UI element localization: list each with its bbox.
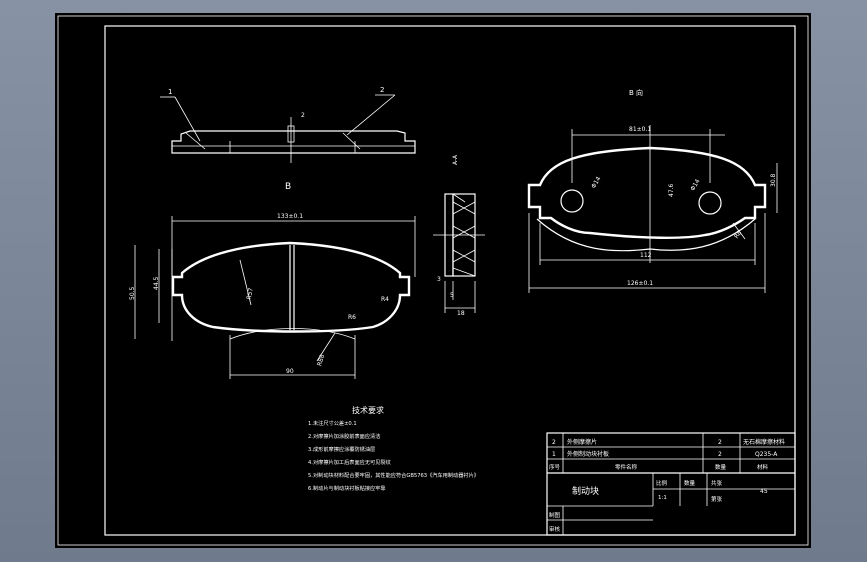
dim-height-outer: 50.5 [129,286,136,300]
dim-b-height-right: 30.8 [770,173,777,187]
section-dim-2: 5 [450,292,454,299]
b-view-hole-right [698,191,722,215]
b-view: B 向 81±0.1 Φ14 Φ14 47.6 30.8 112 126±0.1… [527,88,778,293]
part-label-2: 2 [380,86,384,94]
parts-row-name: 外侧制动块衬板 [567,450,609,458]
leader-r8 [732,222,746,240]
drawing-canvas: 1 2 2 B 133±0.1 50.5 44.5 R57 R4 R6 R88 … [55,13,811,548]
tech-req-title: 技术要求 [352,405,384,415]
drawn-label: 制图 [549,511,561,519]
dim-b-overall-width: 126±0.1 [627,280,653,287]
leader-r88 [316,332,336,362]
dim-height-inner: 44.5 [153,276,160,290]
cad-drawing: 1 2 2 B 133±0.1 50.5 44.5 R57 R4 R6 R88 … [57,15,809,546]
dim-b-hole-1: Φ14 [590,175,602,189]
view-label-b: B [285,182,291,192]
section-dim-3: 18 [457,310,465,317]
scale-label: 比例 [656,479,668,487]
parts-row-no: 1 [552,451,556,458]
part-label-1: 1 [168,88,172,96]
leader-1 [174,96,201,142]
leader-r57 [239,259,252,306]
dim-radius-1: R4 [381,296,389,303]
b-view-hole-left [560,189,584,213]
parts-header-material: 材料 [757,463,769,471]
section-aa: A-A 3 5 18 [433,154,485,317]
b-view-outline [527,146,767,239]
parts-header-name: 零件名称 [615,463,638,471]
title-block-frame [546,432,796,536]
front-view-bottom-arc [229,328,356,340]
tech-req-item: 2.对摩擦片加涂胶前表面应清洁 [308,432,380,440]
leader-2 [346,94,396,136]
quantity-label: 数量 [684,479,696,487]
dim-b-inner-width: 112 [640,252,652,259]
front-view: 133±0.1 50.5 44.5 R57 R4 R6 R88 90 [129,213,416,379]
parts-header-qty: 数量 [715,463,727,471]
dim-b-top-span: 81±0.1 [629,126,651,133]
tech-req-item: 6.制动片与制动块衬板粘接应牢靠 [308,484,386,492]
center-slot [287,125,295,143]
tech-requirements: 技术要求 1.未注尺寸公差±0.1 2.对摩擦片加涂胶前表面应清洁 3.成形前摩… [308,405,479,492]
dim-radius-arc: R88 [316,354,326,367]
dim-top-2: 2 [301,112,305,119]
parts-row-qty: 2 [718,451,722,458]
parts-header-no: 序号 [549,463,561,471]
hatch [342,132,361,150]
tech-req-item: 5.对制动块材料配合要牢固，其性能应符合GB5763《汽车用制动器衬片》 [308,471,479,479]
drawing-name: 制动块 [572,485,599,497]
section-dim-1: 3 [437,276,441,283]
dim-b-radius: R8 [733,229,743,240]
dim-radius-left: R57 [246,287,255,300]
material-code: 45 [760,488,768,495]
side-view: 1 2 2 B [160,86,416,192]
sheet-label: 共张 [711,479,723,487]
section-hatch [452,193,476,277]
dim-b-hole-2: Φ14 [689,178,701,192]
parts-row-name: 外侧摩擦片 [567,438,597,446]
dim-width-overall: 133±0.1 [277,213,303,220]
parts-row-material: Q235-A [755,451,778,458]
b-view-title: B 向 [629,88,643,97]
dim-b-height-center: 47.6 [668,183,675,197]
sheet-label-2: 第张 [711,495,723,503]
dim-bottom-width: 90 [286,368,294,375]
hatch [185,132,206,150]
inner-frame [104,25,796,536]
outer-frame [57,15,809,546]
dim-radius-2: R6 [348,314,356,321]
side-view-outline [171,130,416,154]
parts-row-no: 2 [552,439,556,446]
tech-req-item: 4.对摩擦片加工后表面应无可见裂纹 [308,458,392,466]
b-view-inner-arc [536,218,756,252]
parts-row-qty: 2 [718,439,722,446]
tech-req-item: 3.成形前摩擦应涂覆防锈油层 [308,445,375,453]
title-block: 2 外侧摩擦片 2 无石棉摩擦材料 1 外侧制动块衬板 2 Q235-A 序号 … [546,432,796,536]
front-view-outline [171,241,411,333]
scale-value: 1:1 [658,495,667,501]
parts-row-material: 无石棉摩擦材料 [743,438,785,446]
checked-label: 审核 [549,525,561,533]
tech-req-item: 1.未注尺寸公差±0.1 [308,419,357,427]
section-label-aa: A-A [452,154,459,165]
